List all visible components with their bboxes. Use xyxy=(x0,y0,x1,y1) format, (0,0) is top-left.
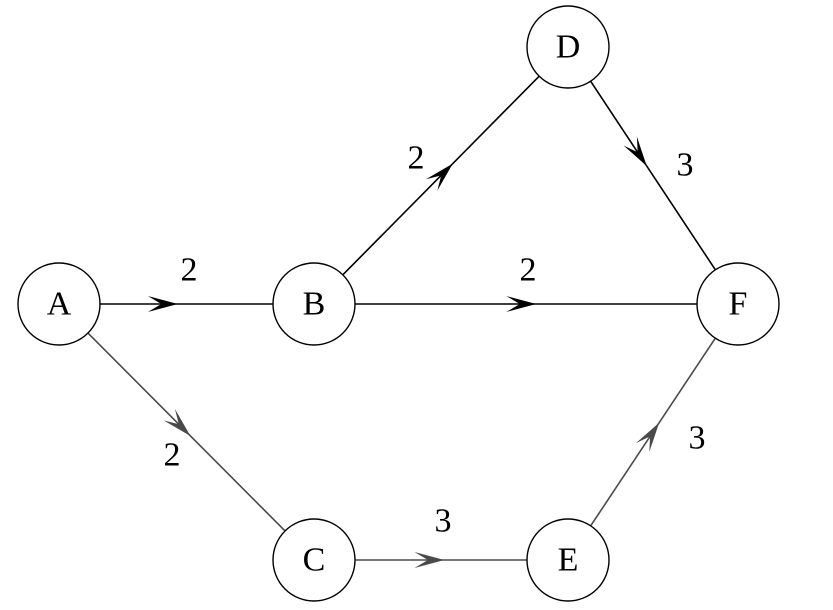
edge-b-d: 2 xyxy=(342,75,540,276)
node-circle xyxy=(17,262,101,346)
node-label: D xyxy=(556,29,581,66)
node-b: B xyxy=(272,262,356,346)
node-circle xyxy=(526,518,610,602)
arrowhead-icon xyxy=(163,409,191,436)
edge-line xyxy=(589,80,717,271)
node-a: A xyxy=(17,262,101,346)
edge-weight-label: 2 xyxy=(520,252,537,289)
node-e: E xyxy=(526,518,610,602)
edges-layer: 2 2 2 3 2 3 3 xyxy=(87,75,717,568)
edge-d-f: 3 xyxy=(589,80,717,271)
node-circle xyxy=(272,262,356,346)
node-label: B xyxy=(303,286,326,323)
arrowhead-icon xyxy=(414,552,445,568)
node-label: F xyxy=(729,286,748,323)
edge-weight-label: 2 xyxy=(164,437,181,474)
node-d: D xyxy=(526,5,610,89)
arrowhead-icon xyxy=(147,296,178,312)
edge-line xyxy=(342,75,540,276)
node-circle xyxy=(526,5,610,89)
edge-weight-label: 2 xyxy=(408,140,425,177)
arrowhead-icon xyxy=(506,296,537,312)
arrowhead-icon xyxy=(426,163,453,191)
edge-weight-label: 3 xyxy=(435,503,452,540)
edge-e-f: 3 xyxy=(590,337,716,527)
node-f: F xyxy=(696,262,780,346)
edge-a-c: 2 xyxy=(87,332,286,532)
arrowhead-icon xyxy=(623,136,647,167)
edge-weight-label: 3 xyxy=(689,420,706,457)
edge-weight-label: 3 xyxy=(677,147,694,184)
edge-b-f: 2 xyxy=(355,252,697,312)
edge-a-b: 2 xyxy=(100,252,273,312)
edge-c-e: 3 xyxy=(355,503,527,568)
node-label: E xyxy=(558,542,579,579)
node-label: C xyxy=(303,542,326,579)
edge-weight-label: 2 xyxy=(181,252,198,289)
arrowhead-icon xyxy=(635,422,660,453)
node-circle xyxy=(696,262,780,346)
nodes-layer: A B C D E F xyxy=(17,5,780,602)
node-label: A xyxy=(47,286,72,323)
node-c: C xyxy=(272,518,356,602)
node-circle xyxy=(272,518,356,602)
